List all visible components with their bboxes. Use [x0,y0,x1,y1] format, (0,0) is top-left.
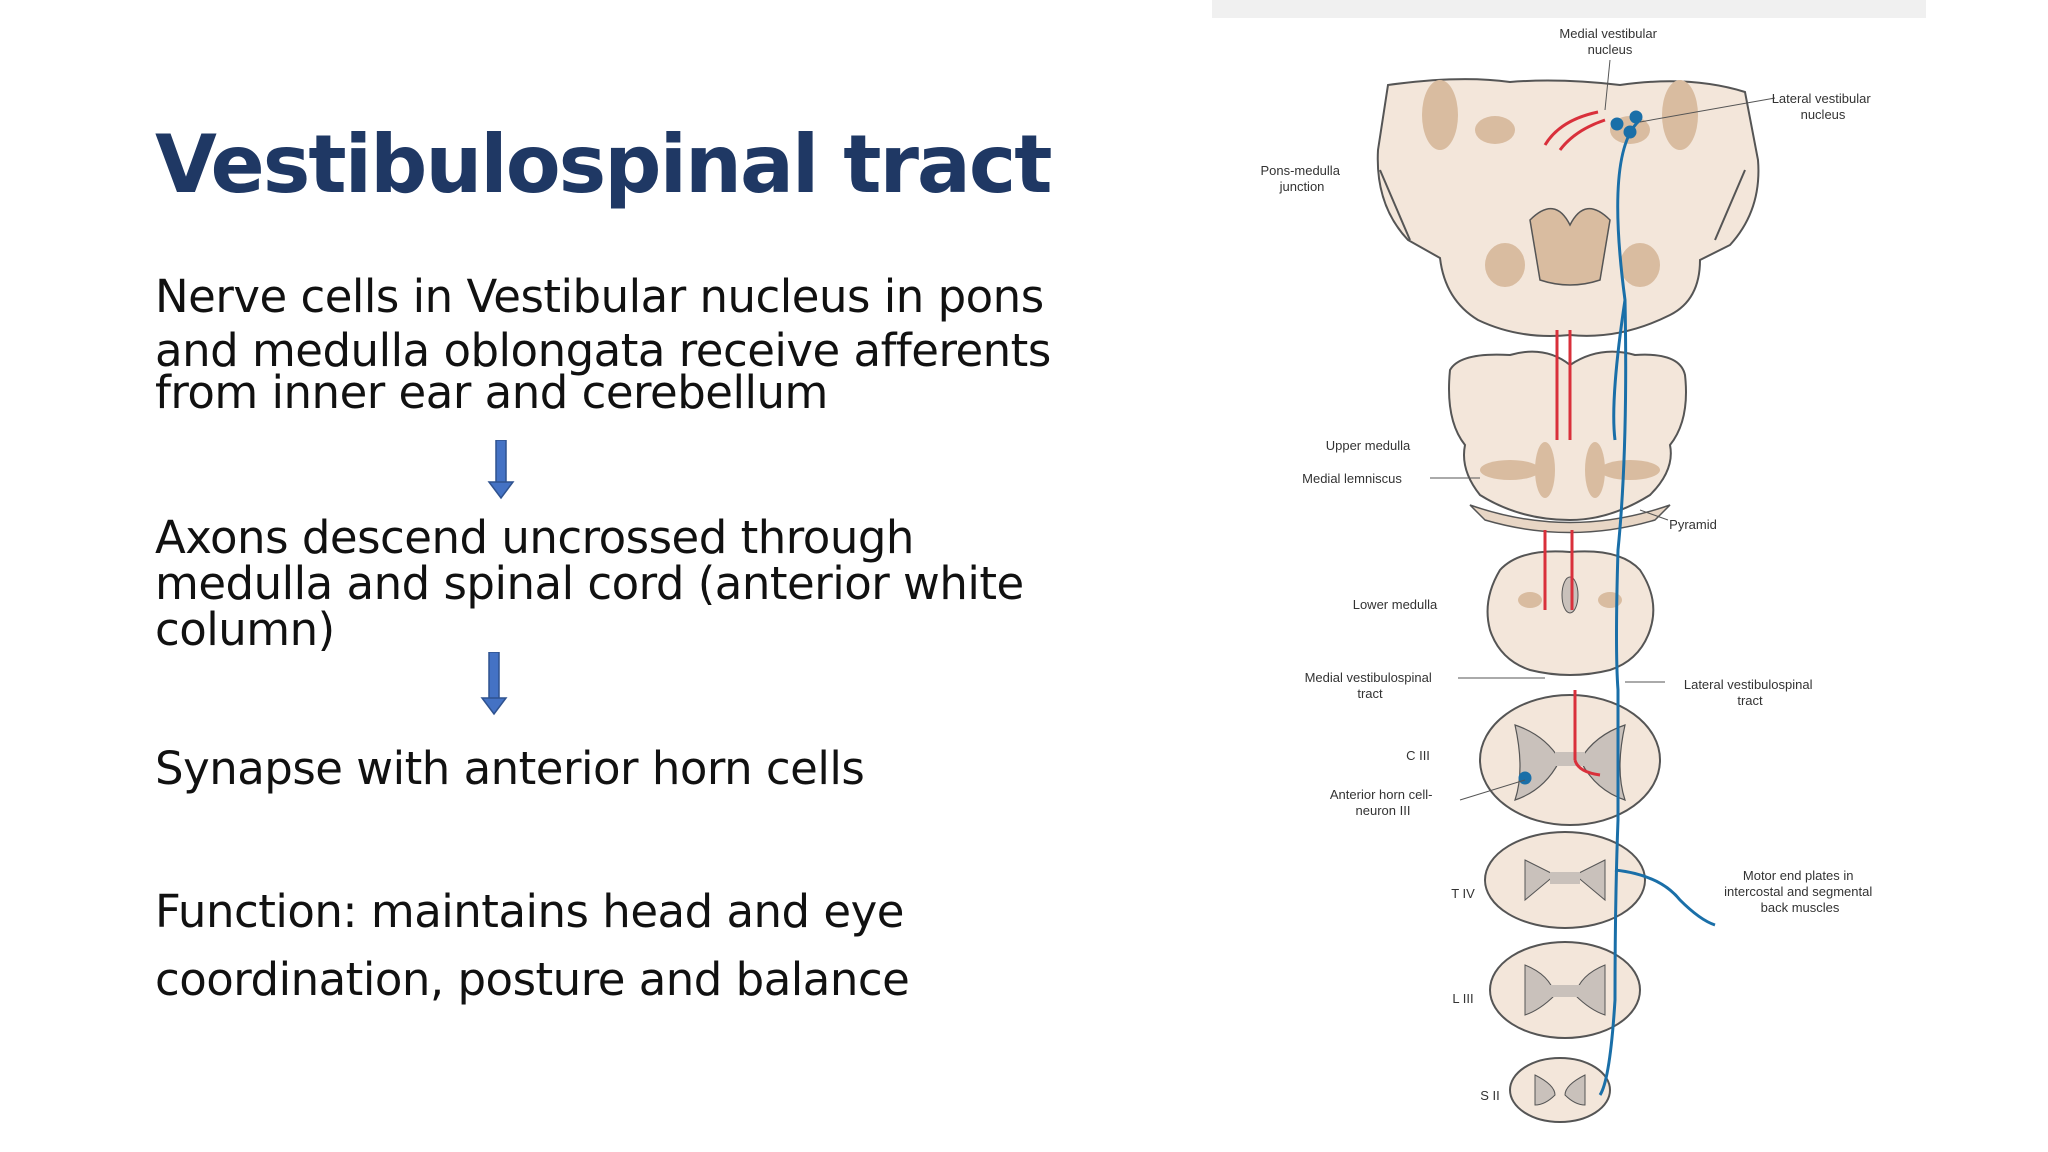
pons-medulla-section [1376,78,1760,337]
step-2-line-1: Axons descend uncrossed through [155,511,914,564]
label-medial-vestibulospinal-tract: Medial vestibulospinal tract [1305,670,1436,701]
upper-medulla-section [1448,350,1687,534]
step-4-line-1: Function: maintains head and eye [155,885,904,938]
label-lower-medulla: Lower medulla [1353,597,1438,612]
step-4-text: Function: maintains head and eye coordin… [155,878,910,1014]
label-anterior-horn-cell: Anterior horn cell- neuron III [1330,787,1436,818]
lower-medulla-section [1486,550,1655,676]
step-3-line-1: Synapse with anterior horn cells [155,742,865,795]
down-arrow-icon [480,652,508,716]
step-3-text: Synapse with anterior horn cells [155,742,865,796]
step-2-line-3: column) [155,603,335,656]
spinal-segment-s2 [1509,1057,1611,1123]
label-motor-end-plates: Motor end plates in intercostal and segm… [1724,868,1876,915]
label-lateral-vestibulospinal-tract: Lateral vestibulospinal tract [1684,677,1816,708]
step-2-line-2: medulla and spinal cord (anterior white [155,557,1024,610]
label-c3: C III [1406,748,1430,763]
label-leader-lines [1430,59,1776,801]
spinal-segment-l3 [1489,941,1641,1039]
spinal-segment-c3 [1479,694,1661,826]
lateral-vestibulospinal-path [1518,110,1716,1096]
label-medial-lemniscus: Medial lemniscus [1302,471,1402,486]
slide-title: Vestibulospinal tract [155,118,1053,211]
label-pons-medulla-junction: Pons-medulla junction [1260,163,1343,194]
step-2-text: Axons descend uncrossed through medulla … [155,515,1024,653]
label-lateral-vestibular-nucleus: Lateral vestibular nucleus [1772,91,1875,122]
down-arrow-icon [487,440,515,500]
medial-vestibulospinal-path [1543,110,1606,777]
label-pyramid: Pyramid [1669,517,1717,532]
label-s2: S II [1480,1088,1500,1103]
step-1-line-1: Nerve cells in Vestibular nucleus in pon… [155,270,1044,323]
step-1-line-3: from inner ear and cerebellum [155,366,828,419]
step-1-text: Nerve cells in Vestibular nucleus in pon… [155,270,1051,432]
step-4-line-2: coordination, posture and balance [155,953,910,1006]
label-t4: T IV [1451,886,1475,901]
vestibulospinal-diagram: Medial vestibular nucleus Lateral vestib… [1260,26,1876,1123]
figure-top-bar [1212,0,1926,18]
label-medial-vestibular-nucleus: Medial vestibular nucleus [1559,26,1660,57]
label-l3: L III [1452,991,1473,1006]
step-1-line-2: and medulla oblongata receive afferents [155,324,1051,377]
spinal-segment-t4 [1484,831,1646,929]
label-upper-medulla: Upper medulla [1326,438,1411,453]
